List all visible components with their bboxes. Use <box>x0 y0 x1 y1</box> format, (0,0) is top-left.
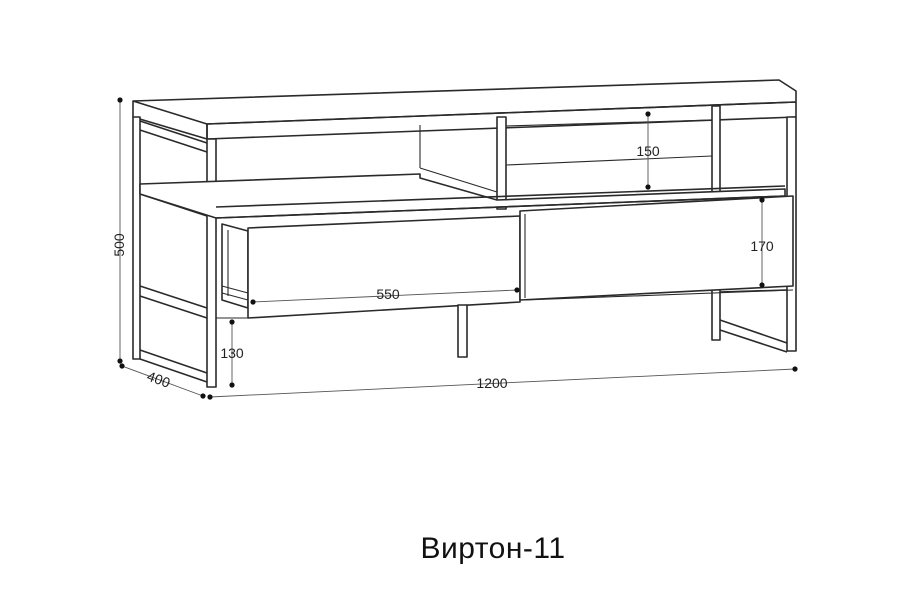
back-leg <box>457 304 468 358</box>
drawer-height-label: 170 <box>750 238 774 254</box>
leg-clearance-label: 130 <box>220 345 244 361</box>
dimension-lines <box>117 97 798 400</box>
middle-shelf <box>139 173 786 219</box>
left-frame <box>132 116 217 388</box>
interior <box>419 116 713 210</box>
top-panel <box>132 79 797 140</box>
width-label: 1200 <box>476 375 507 391</box>
product-title: Виртон-11 <box>420 532 566 565</box>
right-drawer <box>519 195 794 301</box>
depth-label: 400 <box>145 368 173 391</box>
left-drawer <box>216 215 521 319</box>
drawer-width-label: 550 <box>376 286 400 302</box>
height-label: 500 <box>111 233 127 257</box>
shelf-gap-label: 150 <box>636 143 660 159</box>
